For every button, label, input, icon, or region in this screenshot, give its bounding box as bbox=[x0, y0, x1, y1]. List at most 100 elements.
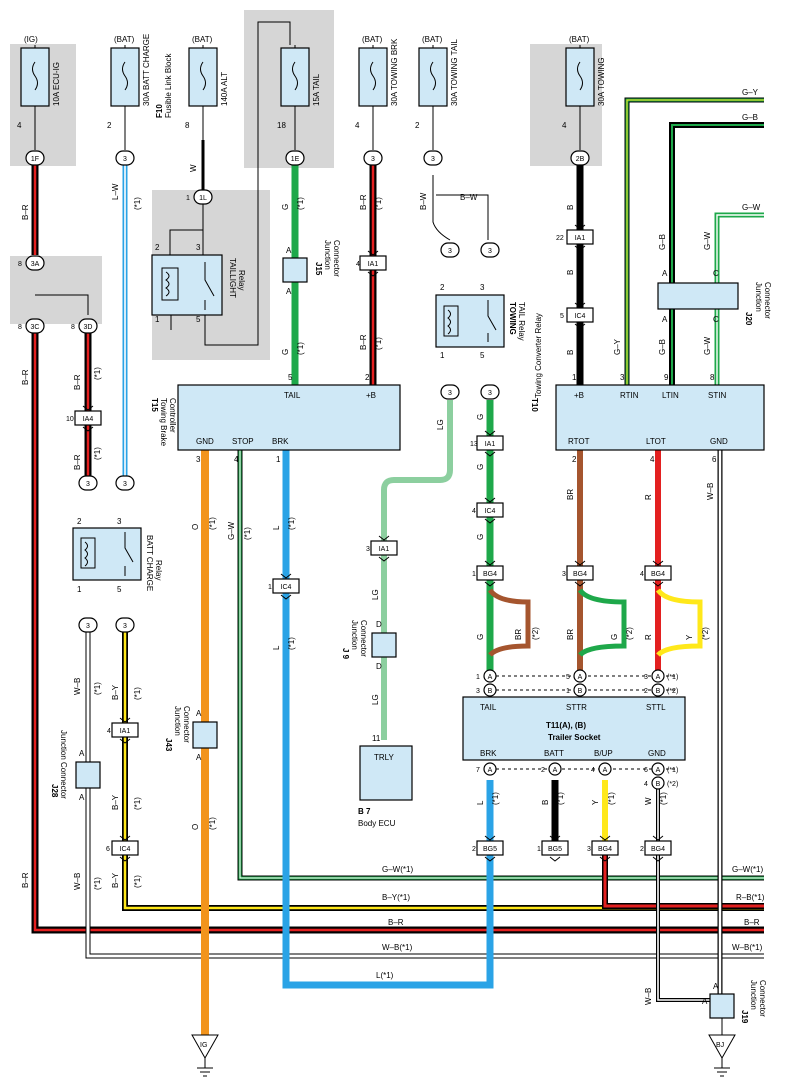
batt-charge-relay-pin-5: 5 bbox=[117, 585, 122, 594]
pin-number: 22 bbox=[556, 235, 564, 242]
ground-bj: BJ bbox=[708, 1018, 736, 1077]
svg-text:B: B bbox=[656, 688, 661, 695]
wire-label: B–R bbox=[359, 334, 368, 350]
j15-pin-a-bottom: A bbox=[286, 287, 292, 296]
j28-pin-a-bottom: A bbox=[79, 793, 85, 802]
vertical-wires bbox=[31, 140, 723, 1035]
j15-name: Junction bbox=[323, 240, 332, 270]
svg-text:A: A bbox=[603, 767, 608, 774]
converter-rtin-pin: RTIN bbox=[620, 391, 639, 400]
pin-number: 2 bbox=[644, 688, 648, 695]
connector-1e: 1E bbox=[285, 150, 305, 166]
svg-text:3C: 3C bbox=[31, 324, 40, 331]
svg-text:BG4: BG4 bbox=[598, 846, 612, 853]
batt-charge-relay: 2 3 1 5 BATT CHARGE Relay bbox=[72, 517, 163, 594]
connector-batt-relay-in-2: 3 bbox=[78, 475, 98, 491]
batt-charge-relay-pin-1: 1 bbox=[77, 585, 82, 594]
junction-j43: A A J43 Junction Connector bbox=[164, 706, 218, 762]
j19-pin-a-left: A bbox=[702, 997, 708, 1006]
wire-label: B–R bbox=[73, 454, 82, 470]
brake-controller-tail-pin: TAIL bbox=[284, 391, 301, 400]
towing-tail-relay-pin-3: 3 bbox=[480, 283, 485, 292]
wire-label: L bbox=[272, 645, 281, 650]
wire-label: BR bbox=[566, 629, 575, 640]
bus-label-br-center: B–R bbox=[388, 918, 404, 927]
connector-relay-in-2: 3 bbox=[440, 242, 460, 258]
socket-pin-a: A bbox=[483, 669, 497, 683]
ground-ig: IG bbox=[191, 1034, 219, 1077]
bus-labels: G–W(*1) G–W(*1) B–Y(*1) R–B(*1) B–R B–R … bbox=[376, 88, 765, 980]
j9-pin-d-top: D bbox=[376, 620, 382, 629]
pin-number: 1 bbox=[186, 195, 190, 202]
wire-label: (*1) bbox=[133, 797, 142, 810]
wire-label: LG bbox=[371, 589, 380, 600]
svg-text:3: 3 bbox=[448, 390, 452, 397]
pin-number: 2 bbox=[472, 846, 476, 853]
connector-bg5-brk: BG5 bbox=[476, 835, 504, 862]
j9-id: J 9 bbox=[341, 648, 350, 660]
note-star2: (*2) bbox=[667, 688, 678, 695]
towing-tail-relay-pin-5: 5 bbox=[480, 351, 485, 360]
wire-label: (*1) bbox=[374, 197, 383, 210]
svg-text:1F: 1F bbox=[31, 156, 39, 163]
brake-controller-pin-2: 2 bbox=[365, 373, 370, 382]
wire-label: (*1) bbox=[93, 367, 102, 380]
connector-bg5-batt: BG5 bbox=[541, 835, 569, 862]
pin-number: 3 bbox=[476, 688, 480, 695]
svg-text:IA1: IA1 bbox=[575, 235, 586, 242]
taillight-relay-pin-5: 5 bbox=[196, 315, 201, 324]
taillight-relay: 2 3 1 5 TAILLIGHT Relay bbox=[151, 243, 246, 324]
junction-j28: A A J28 Junction Connector bbox=[50, 730, 101, 802]
socket-pin-b: B bbox=[651, 683, 665, 697]
wire-label: (*1) bbox=[243, 527, 252, 540]
j19-id: J19 bbox=[740, 1010, 749, 1024]
wire-label: (*1) bbox=[491, 792, 500, 805]
taillight-relay-pin-1: 1 bbox=[155, 315, 160, 324]
body-ecu: TRLY 11 B 7 Body ECU bbox=[358, 734, 413, 828]
fuse-source-label: (BAT) bbox=[422, 35, 443, 44]
svg-text:B: B bbox=[578, 688, 583, 695]
converter-b-pin: +B bbox=[574, 391, 584, 400]
bus-label-wb1-right: W–B(*1) bbox=[732, 943, 763, 952]
svg-text:IA1: IA1 bbox=[120, 728, 131, 735]
wire-label: (*1) bbox=[93, 682, 102, 695]
note-star1: (*1) bbox=[667, 674, 678, 681]
bus-label-gw: G–W bbox=[742, 203, 761, 212]
pin-number: 4 bbox=[472, 508, 476, 515]
fuse-source-label: (IG) bbox=[24, 35, 38, 44]
ground-ig-label: IG bbox=[200, 1042, 207, 1049]
converter-pin-3: 3 bbox=[620, 373, 625, 382]
svg-text:B: B bbox=[488, 688, 493, 695]
connector-1f: 1F bbox=[25, 150, 45, 166]
fuse-label: 140A ALT bbox=[220, 72, 229, 106]
wire-label: O bbox=[191, 824, 200, 830]
pin-number: 2 bbox=[640, 846, 644, 853]
pin-number: 3 bbox=[366, 546, 370, 553]
batt-charge-relay-pin-2: 2 bbox=[77, 517, 82, 526]
wire-label: (*1) bbox=[93, 447, 102, 460]
svg-text:B: B bbox=[656, 781, 661, 788]
fuse-source-label: (BAT) bbox=[362, 35, 383, 44]
j28-pin-a-top: A bbox=[79, 749, 85, 758]
connector-tail-3: 3 bbox=[423, 150, 443, 166]
wire-label: Y bbox=[591, 799, 600, 805]
svg-text:IC4: IC4 bbox=[120, 846, 131, 853]
j15-id: J15 bbox=[314, 262, 323, 276]
wire-label: (*1) bbox=[659, 792, 668, 805]
connector-ic4-g: IC4 bbox=[476, 497, 504, 524]
junction-block-3a bbox=[10, 256, 102, 324]
svg-text:A: A bbox=[553, 767, 558, 774]
trailer-gnd-pin: GND bbox=[648, 749, 666, 758]
batt-charge-relay-name: BATT CHARGE bbox=[145, 535, 154, 591]
connector-bg4-sttl: BG4 bbox=[644, 560, 672, 587]
ground-bj-label: BJ bbox=[716, 1042, 724, 1049]
wire-label: G bbox=[610, 634, 619, 640]
wire-label: G bbox=[476, 414, 485, 420]
j43-pin-a-top: A bbox=[196, 709, 202, 718]
socket-pin-b: B bbox=[483, 683, 497, 697]
svg-text:IC4: IC4 bbox=[485, 508, 496, 515]
pin-number: 6 bbox=[644, 767, 648, 774]
connector-bg4-bup: BG4 bbox=[591, 835, 619, 862]
wire-label: W–B bbox=[73, 678, 82, 695]
